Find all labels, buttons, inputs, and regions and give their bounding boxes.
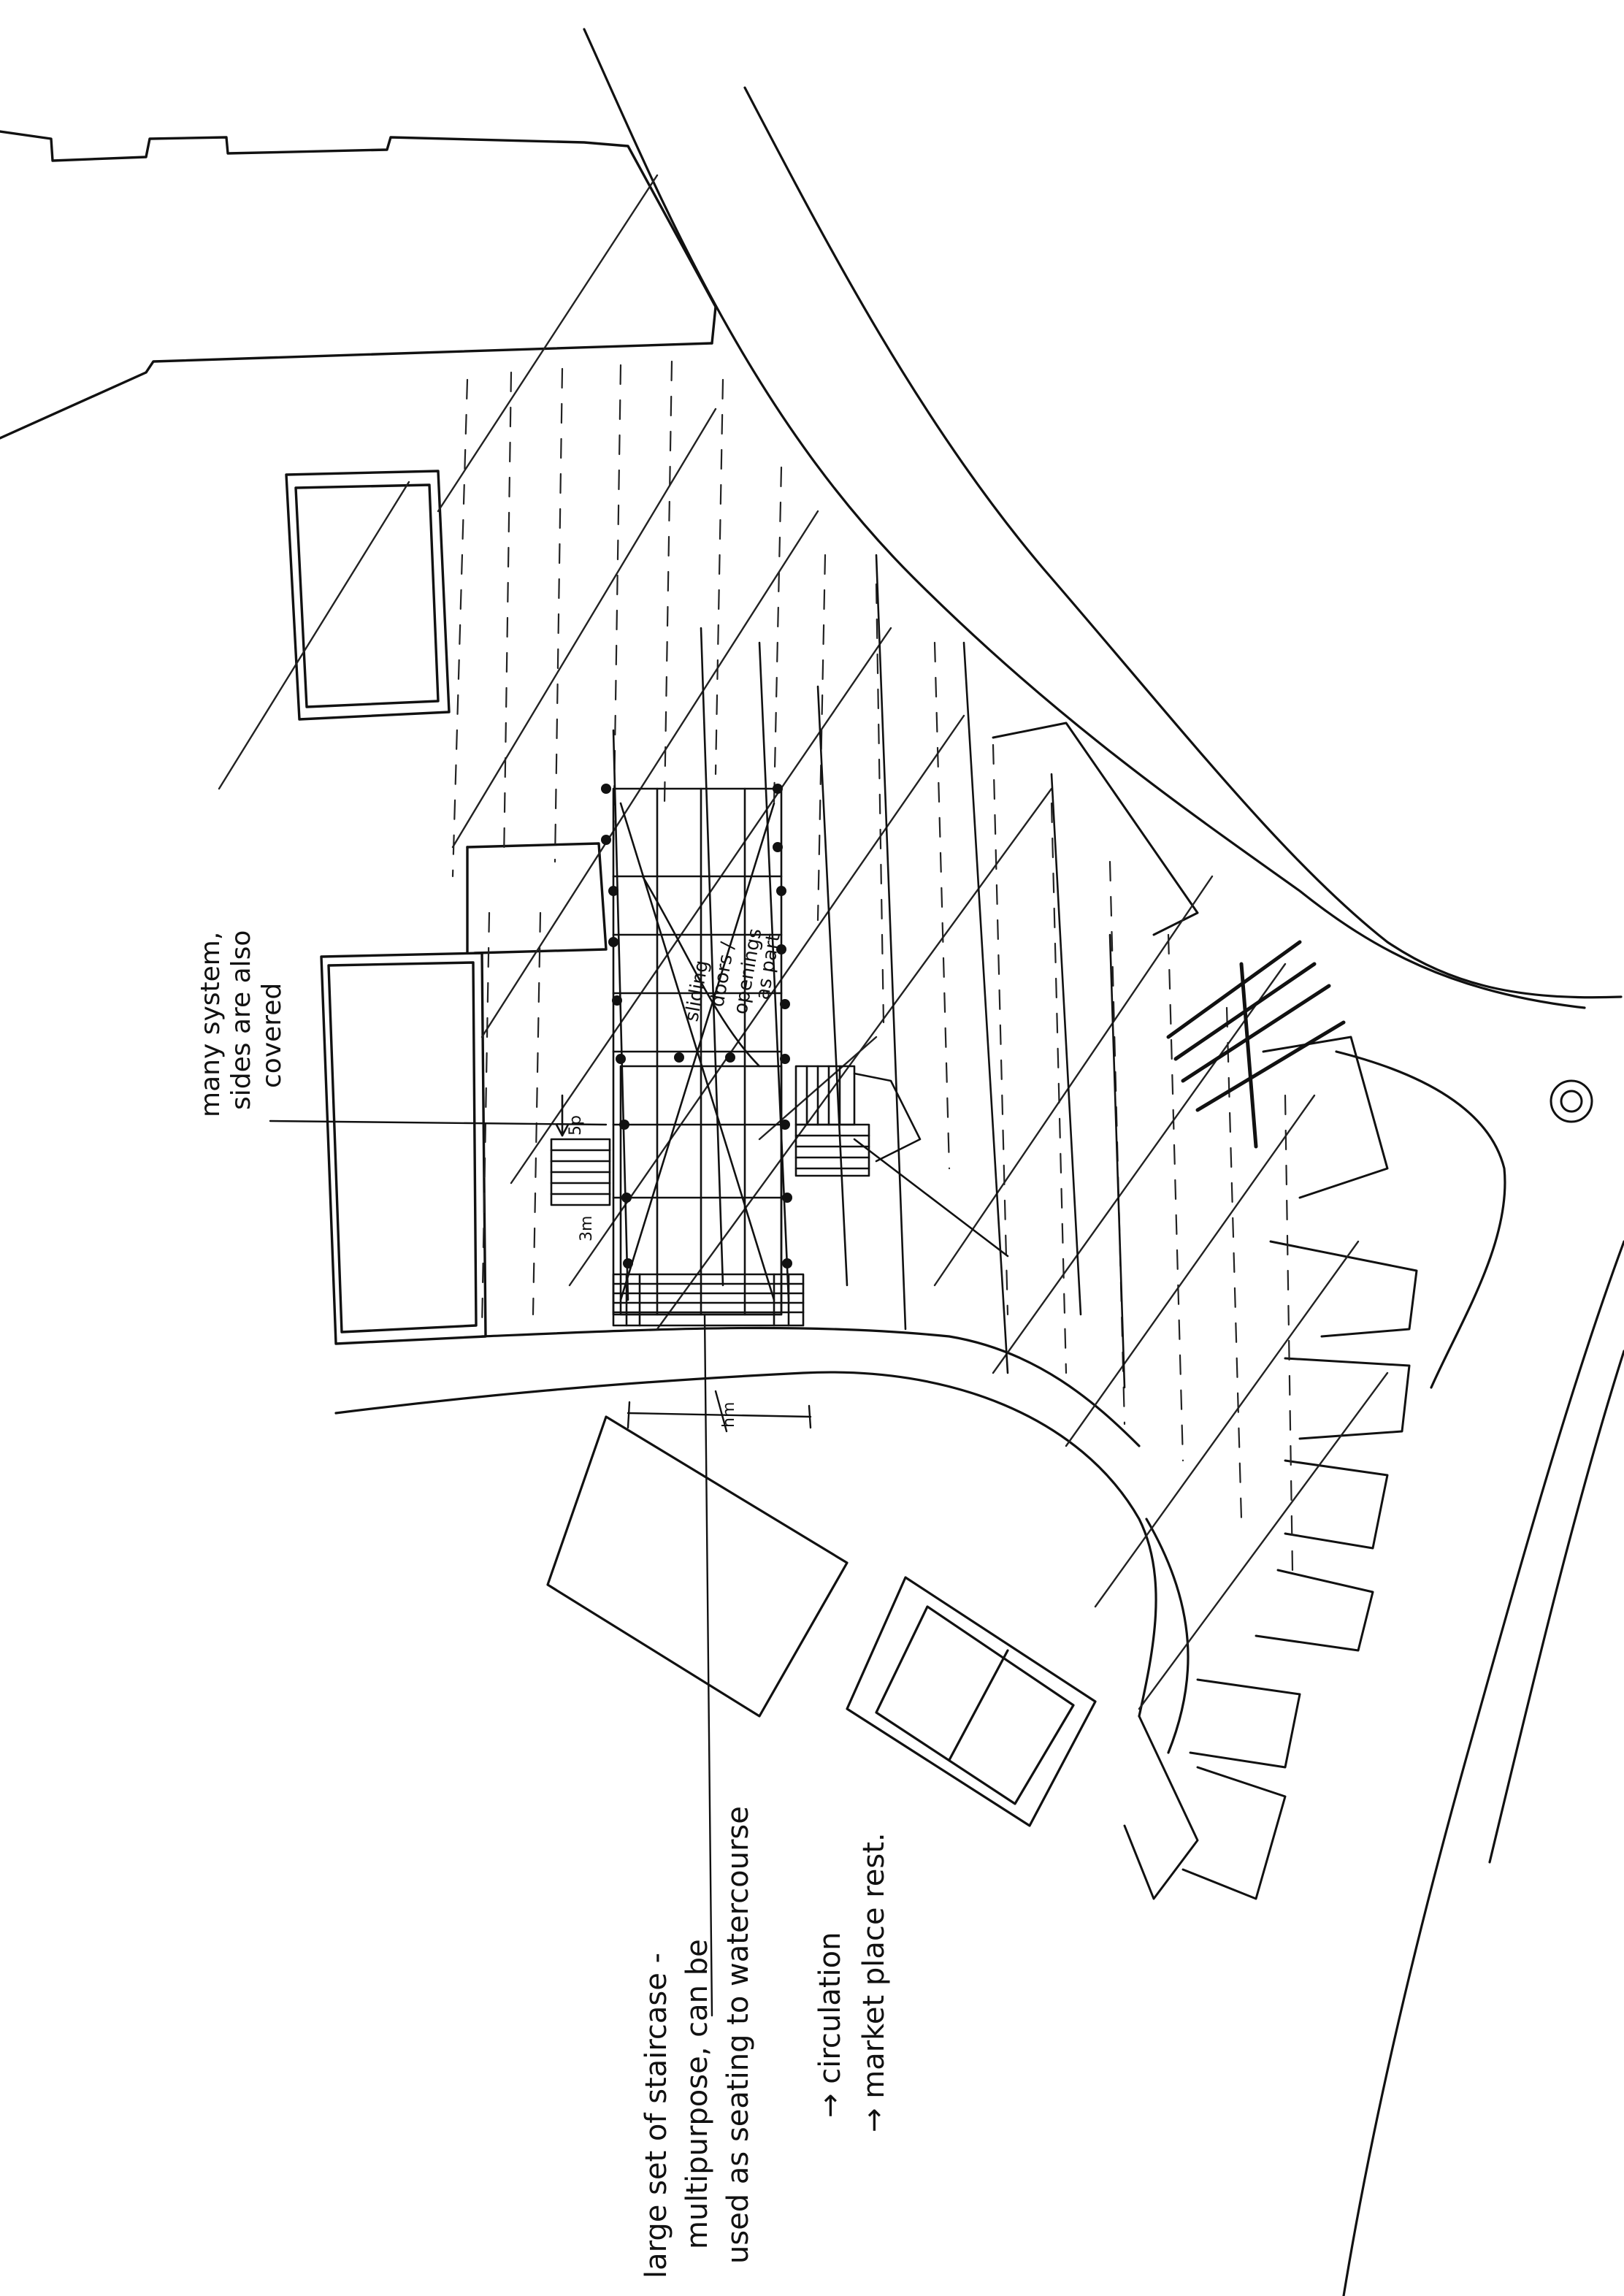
stair-note-line2: multipurpose, can be	[681, 1939, 714, 2249]
dimension-marks	[627, 1390, 812, 1433]
side-stair-left	[550, 1094, 611, 1206]
building-block-top	[285, 470, 451, 721]
plaza-dashed-hatch	[451, 360, 1294, 1572]
stair-note-line4: → circulation	[813, 1932, 847, 2119]
canopy-structure	[612, 787, 783, 1316]
dimension-label-a: 3m	[578, 1216, 596, 1241]
stair-note-line1: large set of staircase -	[640, 1953, 673, 2278]
roof-note-line1: many system,	[196, 932, 226, 1117]
roof-note-line3: covered	[257, 983, 287, 1088]
stair-note-line3: used as seating to watercourse	[721, 1806, 755, 2264]
plaza-diagonal-hatch	[218, 174, 1389, 1710]
dimension-label-c: hm	[720, 1402, 738, 1428]
lower-block-left	[546, 1415, 849, 1718]
roundabout-icon	[1550, 1079, 1593, 1123]
bridge-thick-strokes	[1166, 940, 1346, 1149]
river-edge-curve	[583, 28, 1624, 2296]
existing-building-outline	[0, 130, 717, 440]
roof-note-line2: sides are also	[226, 930, 256, 1110]
note-leader-lines	[269, 1120, 713, 2017]
building-block-bottom	[320, 842, 608, 1345]
side-stair-right	[794, 1065, 1009, 1258]
stair-note: large set of staircase - multipurpose, c…	[640, 1806, 891, 2278]
right-building-cluster	[992, 722, 1418, 1900]
street-curve	[334, 1326, 1190, 1754]
dimension-labels: 3m 5p hm	[567, 1115, 738, 1428]
canopy-note: sliding doors / openings as part	[681, 927, 784, 1023]
lower-block-right	[846, 1576, 1097, 1827]
large-staircase	[612, 1273, 805, 1327]
canopy-vertical-strokes	[612, 554, 1126, 1389]
column-dots	[601, 784, 792, 1268]
stair-note-line5: → market place rest.	[857, 1832, 891, 2132]
roof-note: many system, sides are also covered	[196, 930, 287, 1117]
dimension-label-b: 5p	[567, 1115, 585, 1136]
